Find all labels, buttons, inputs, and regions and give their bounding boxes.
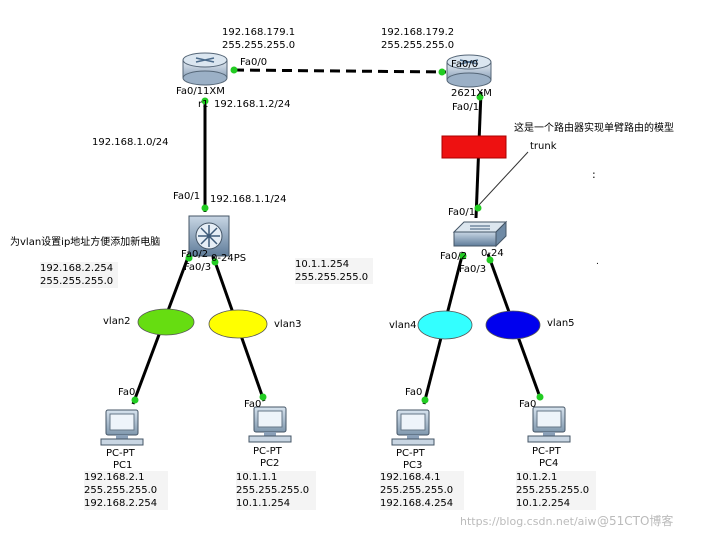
switch-sw2-name: 0-24 xyxy=(481,248,504,259)
note-router: 这是一个路由器实现单臂路由的模型 xyxy=(514,123,674,134)
port-dot xyxy=(486,256,494,264)
vlan2-ellipse xyxy=(137,308,195,336)
pc2-gateway: 10.1.1.254 xyxy=(236,498,291,509)
sw1-fa01-port: Fa0/1 xyxy=(173,191,201,202)
watermark-url: https://blog.csdn.net/aiw xyxy=(460,515,597,528)
pc1-gateway: 192.168.2.254 xyxy=(84,498,158,509)
pc3-name: PC3 xyxy=(403,460,423,471)
network-label: 192.168.1.0/24 xyxy=(92,137,169,148)
r1-fa00-ip: 192.168.179.1 xyxy=(222,27,296,38)
vlan4-label: vlan4 xyxy=(389,320,417,331)
port-dot xyxy=(185,254,193,262)
red-block xyxy=(441,135,507,159)
trunk-label: trunk xyxy=(530,141,557,152)
pc2-mask: 255.255.255.0 xyxy=(236,485,310,496)
port-dot xyxy=(536,393,544,401)
pc1-icon[interactable] xyxy=(100,409,144,446)
vlan4-ellipse xyxy=(417,310,473,340)
pc2-name: PC2 xyxy=(260,458,280,469)
sw2-fa02-port: Fa0/2 xyxy=(440,251,468,262)
pc3-icon[interactable] xyxy=(391,409,435,446)
vlan3-label: vlan3 xyxy=(274,319,302,330)
vlan2-label: vlan2 xyxy=(103,316,131,327)
pc3-fa0-port: Fa0 xyxy=(405,387,423,398)
pc4-gateway: 10.1.2.254 xyxy=(516,498,571,509)
port-dot xyxy=(259,393,267,401)
pc4-mask: 255.255.255.0 xyxy=(516,485,590,496)
pc1-mask: 255.255.255.0 xyxy=(84,485,158,496)
vlan5-ellipse xyxy=(485,310,541,340)
r2-fa00-port: Fa0/0 xyxy=(451,59,479,70)
r2-fa00-ip: 192.168.179.2 xyxy=(381,27,455,38)
sw2-fa03-port: Fa0/3 xyxy=(459,264,487,275)
port-dot xyxy=(438,68,446,76)
pc4-icon[interactable] xyxy=(527,406,571,443)
pc2-fa0-port: Fa0 xyxy=(244,399,262,410)
pc3-ip: 192.168.4.1 xyxy=(380,472,441,483)
router-r2-name: 2621XM xyxy=(451,88,492,99)
r1-fa00-port: Fa0/0 xyxy=(240,57,268,68)
watermark-brand: @51CTO博客 xyxy=(597,514,674,528)
pc4-address-box: 10.1.2.1 255.255.255.0 10.1.2.254 xyxy=(516,471,596,510)
pc2-icon[interactable] xyxy=(248,406,292,443)
port-dot xyxy=(476,93,484,101)
pc3-address-box: 192.168.4.1 255.255.255.0 192.168.4.254 xyxy=(380,471,464,510)
router-r1-prefix: r1 xyxy=(198,99,209,110)
r1-fa00-mask: 255.255.255.0 xyxy=(222,40,296,51)
pc3-type: PC-PT xyxy=(396,448,425,459)
router-r2[interactable] xyxy=(446,54,492,88)
router-r1-name: Fa0/11XM xyxy=(176,86,225,97)
switch-sw1[interactable] xyxy=(188,215,230,257)
vlan3-gateway-mask: 255.255.255.0 xyxy=(295,272,369,283)
pc4-ip: 10.1.2.1 xyxy=(516,472,558,483)
stray-dot: . xyxy=(596,257,599,267)
port-dot xyxy=(131,396,139,404)
pc2-type: PC-PT xyxy=(253,446,282,457)
sw1-fa02-port: Fa0/2 xyxy=(181,249,209,260)
switch-sw1-name: 0-24PS xyxy=(211,253,247,264)
pc4-name: PC4 xyxy=(539,458,559,469)
pc3-mask: 255.255.255.0 xyxy=(380,485,454,496)
link-r1-r2 xyxy=(233,68,447,74)
port-dot xyxy=(201,97,209,105)
vlan2-gateway-mask: 255.255.255.0 xyxy=(40,276,114,287)
vlan2-gateway-ip: 192.168.2.254 xyxy=(40,263,114,274)
port-dot xyxy=(230,66,238,74)
port-dot xyxy=(211,258,219,266)
vlan3-gateway-ip: 10.1.1.254 xyxy=(295,259,350,270)
port-dot xyxy=(201,204,209,212)
pc3-gateway: 192.168.4.254 xyxy=(380,498,454,509)
sw2-fa01-port: Fa0/1 xyxy=(448,207,476,218)
vlan3-ellipse xyxy=(208,309,268,339)
pc4-fa0-port: Fa0 xyxy=(519,399,537,410)
vlan5-label: vlan5 xyxy=(547,318,575,329)
sw1-fa03-port: Fa0/3 xyxy=(184,262,212,273)
pc1-type: PC-PT xyxy=(106,448,135,459)
sw1-fa01-addr: 192.168.1.1/24 xyxy=(210,194,287,205)
pc4-type: PC-PT xyxy=(532,446,561,457)
r1-fa01-addr: 192.168.1.2/24 xyxy=(214,99,291,110)
port-dot xyxy=(474,204,482,212)
port-dot xyxy=(421,396,429,404)
pc1-ip: 192.168.2.1 xyxy=(84,472,145,483)
pc2-address-box: 10.1.1.1 255.255.255.0 10.1.1.254 xyxy=(236,471,316,510)
pc1-address-box: 192.168.2.1 255.255.255.0 192.168.2.254 xyxy=(84,471,168,510)
trunk-pointer-line xyxy=(477,151,529,207)
pc1-fa0-port: Fa0 xyxy=(118,387,136,398)
r2-fa00-mask: 255.255.255.0 xyxy=(381,40,455,51)
switch-sw2[interactable] xyxy=(452,220,508,248)
vlan2-gateway-box: 192.168.2.254 255.255.255.0 xyxy=(40,262,118,288)
port-dots xyxy=(131,66,544,404)
router-r1[interactable] xyxy=(182,52,228,86)
port-dot xyxy=(459,252,467,260)
stray-colon: : xyxy=(592,168,596,181)
pc1-name: PC1 xyxy=(113,460,133,471)
pc2-ip: 10.1.1.1 xyxy=(236,472,278,483)
note-vlan: 为vlan设置ip地址方便添加新电脑 xyxy=(10,237,161,248)
vlan3-gateway-box: 10.1.1.254 255.255.255.0 xyxy=(295,258,373,284)
r2-fa01-port: Fa0/1 xyxy=(452,102,480,113)
